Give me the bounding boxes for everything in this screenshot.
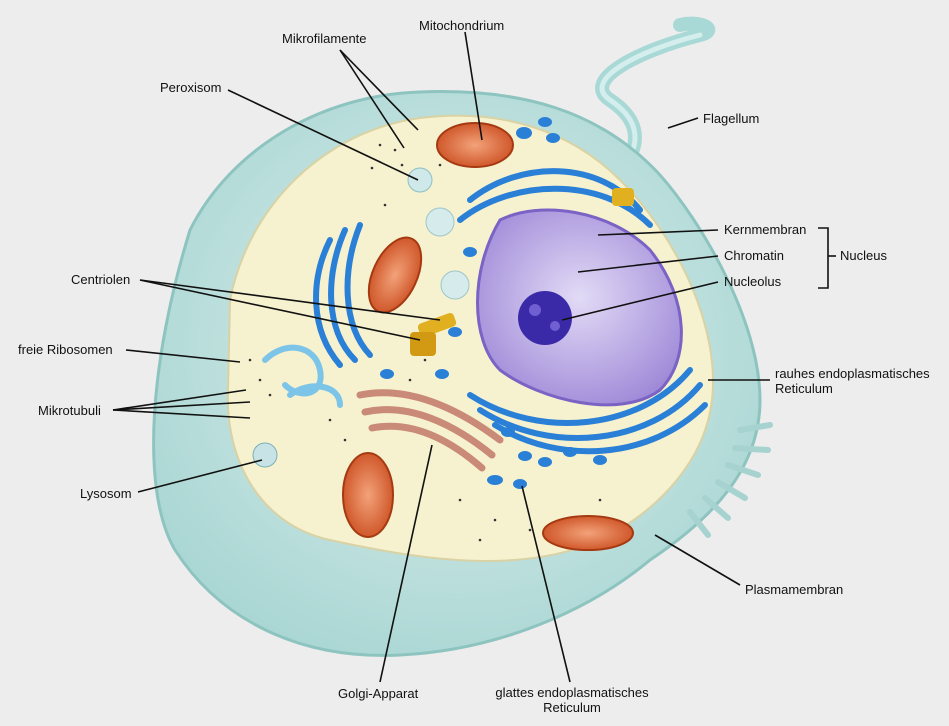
label-mikrofilamente: Mikrofilamente bbox=[282, 31, 367, 46]
label-nucleolus: Nucleolus bbox=[724, 274, 781, 289]
label-mitochondrium: Mitochondrium bbox=[419, 18, 504, 33]
label-mikrotubuli: Mikrotubuli bbox=[38, 403, 101, 418]
label-glattes-er-line2: Reticulum bbox=[482, 700, 662, 715]
label-rauhes-er-line2: Reticulum bbox=[775, 381, 833, 396]
label-flagellum: Flagellum bbox=[703, 111, 759, 126]
label-plasmamembran: Plasmamembran bbox=[745, 582, 843, 597]
label-rauhes-er-line1: rauhes endoplasmatisches bbox=[775, 366, 930, 381]
label-golgi-apparat: Golgi-Apparat bbox=[338, 686, 418, 701]
label-lysosom: Lysosom bbox=[80, 486, 132, 501]
label-kernmembran: Kernmembran bbox=[724, 222, 806, 237]
label-glattes-er-line1: glattes endoplasmatisches bbox=[482, 685, 662, 700]
label-freie-ribosomen: freie Ribosomen bbox=[18, 342, 113, 357]
label-chromatin: Chromatin bbox=[724, 248, 784, 263]
label-nucleus: Nucleus bbox=[840, 248, 887, 263]
label-centriolen: Centriolen bbox=[71, 272, 130, 287]
label-peroxisom: Peroxisom bbox=[160, 80, 221, 95]
